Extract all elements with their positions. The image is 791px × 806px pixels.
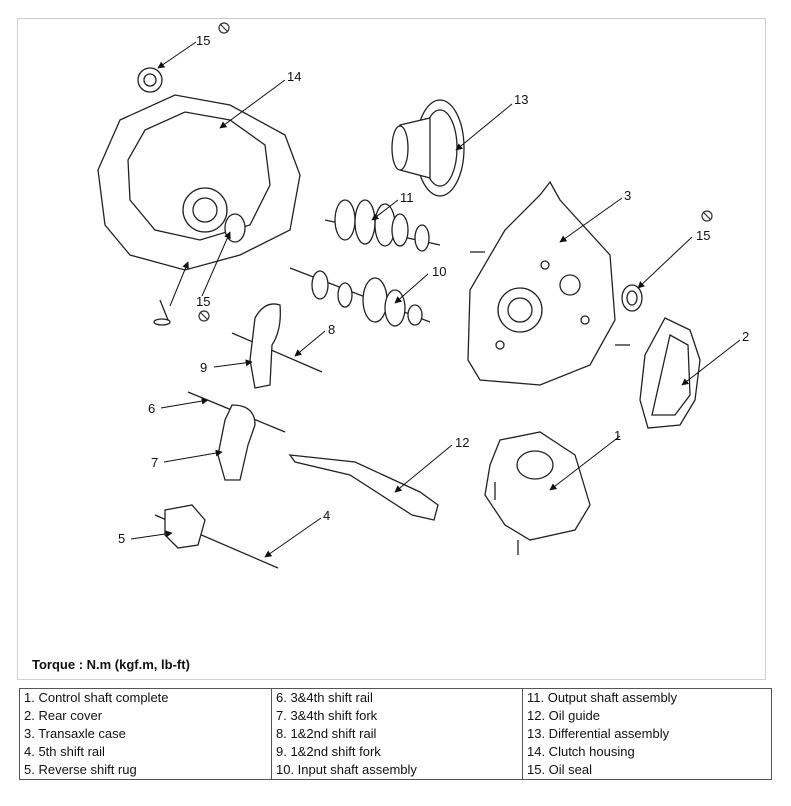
callout-11: 11 <box>400 190 414 205</box>
rear-cover-part <box>639 317 701 429</box>
no-reuse-icon <box>198 22 713 322</box>
callout-15-bottom: 15 <box>196 294 210 309</box>
legend-cell: 14. Clutch housing <box>522 743 772 761</box>
legend-cell: 12. Oil guide <box>522 707 772 725</box>
table-row: 4. 5th shift rail 9. 1&2nd shift fork 14… <box>19 743 772 761</box>
table-row: 1. Control shaft complete 6. 3&4th shift… <box>19 688 772 707</box>
1-2-shift-rail-fork-part <box>231 303 323 389</box>
legend-cell: 13. Differential assembly <box>522 725 772 743</box>
legend-cell: 6. 3&4th shift rail <box>271 688 523 707</box>
differential-assembly-part <box>391 99 465 197</box>
callout-15-right: 15 <box>696 228 710 243</box>
3-4-shift-rail-fork-part <box>187 391 286 481</box>
callout-5: 5 <box>118 531 125 546</box>
table-row: 2. Rear cover 7. 3&4th shift fork 12. Oi… <box>19 707 772 725</box>
diagram-frame <box>17 18 766 680</box>
callout-3: 3 <box>624 188 631 203</box>
legend-cell: 7. 3&4th shift fork <box>271 707 523 725</box>
legend-cell: 1. Control shaft complete <box>19 688 272 707</box>
callout-8: 8 <box>328 322 335 337</box>
table-row: 5. Reverse shift rug 10. Input shaft ass… <box>19 761 772 780</box>
callout-12: 12 <box>455 435 469 450</box>
callout-9: 9 <box>200 360 207 375</box>
callout-7: 7 <box>151 455 158 470</box>
exploded-transaxle-diagram: 15 14 13 11 10 3 15 2 1 12 8 9 6 7 4 5 1… <box>97 22 749 569</box>
oil-guide-part <box>288 454 439 521</box>
callout-2: 2 <box>742 329 749 344</box>
callout-15-top: 15 <box>196 33 210 48</box>
5th-shift-rail-rug-part <box>154 504 279 569</box>
transaxle-case-part <box>467 180 643 386</box>
callout-6: 6 <box>148 401 155 416</box>
parts-legend-table: 1. Control shaft complete 6. 3&4th shift… <box>19 688 772 780</box>
callout-10: 10 <box>432 264 446 279</box>
leader-lines <box>130 41 741 558</box>
legend-cell: 9. 1&2nd shift fork <box>271 743 523 761</box>
legend-cell: 10. Input shaft assembly <box>271 761 523 780</box>
legend-cell: 3. Transaxle case <box>19 725 272 743</box>
legend-cell: 2. Rear cover <box>19 707 272 725</box>
callout-14: 14 <box>287 69 301 84</box>
table-row: 3. Transaxle case 8. 1&2nd shift rail 13… <box>19 725 772 743</box>
legend-cell: 11. Output shaft assembly <box>522 688 772 707</box>
clutch-housing-part <box>97 67 301 326</box>
control-shaft-part <box>484 431 591 555</box>
callout-4: 4 <box>323 508 330 523</box>
torque-note: Torque : N.m (kgf.m, lb-ft) <box>32 657 190 672</box>
input-shaft-part <box>289 267 431 327</box>
legend-cell: 5. Reverse shift rug <box>19 761 272 780</box>
legend-cell: 4. 5th shift rail <box>19 743 272 761</box>
legend-cell: 15. Oil seal <box>522 761 772 780</box>
output-shaft-part <box>324 199 441 252</box>
legend-cell: 8. 1&2nd shift rail <box>271 725 523 743</box>
callout-13: 13 <box>514 92 528 107</box>
callout-1: 1 <box>614 428 621 443</box>
